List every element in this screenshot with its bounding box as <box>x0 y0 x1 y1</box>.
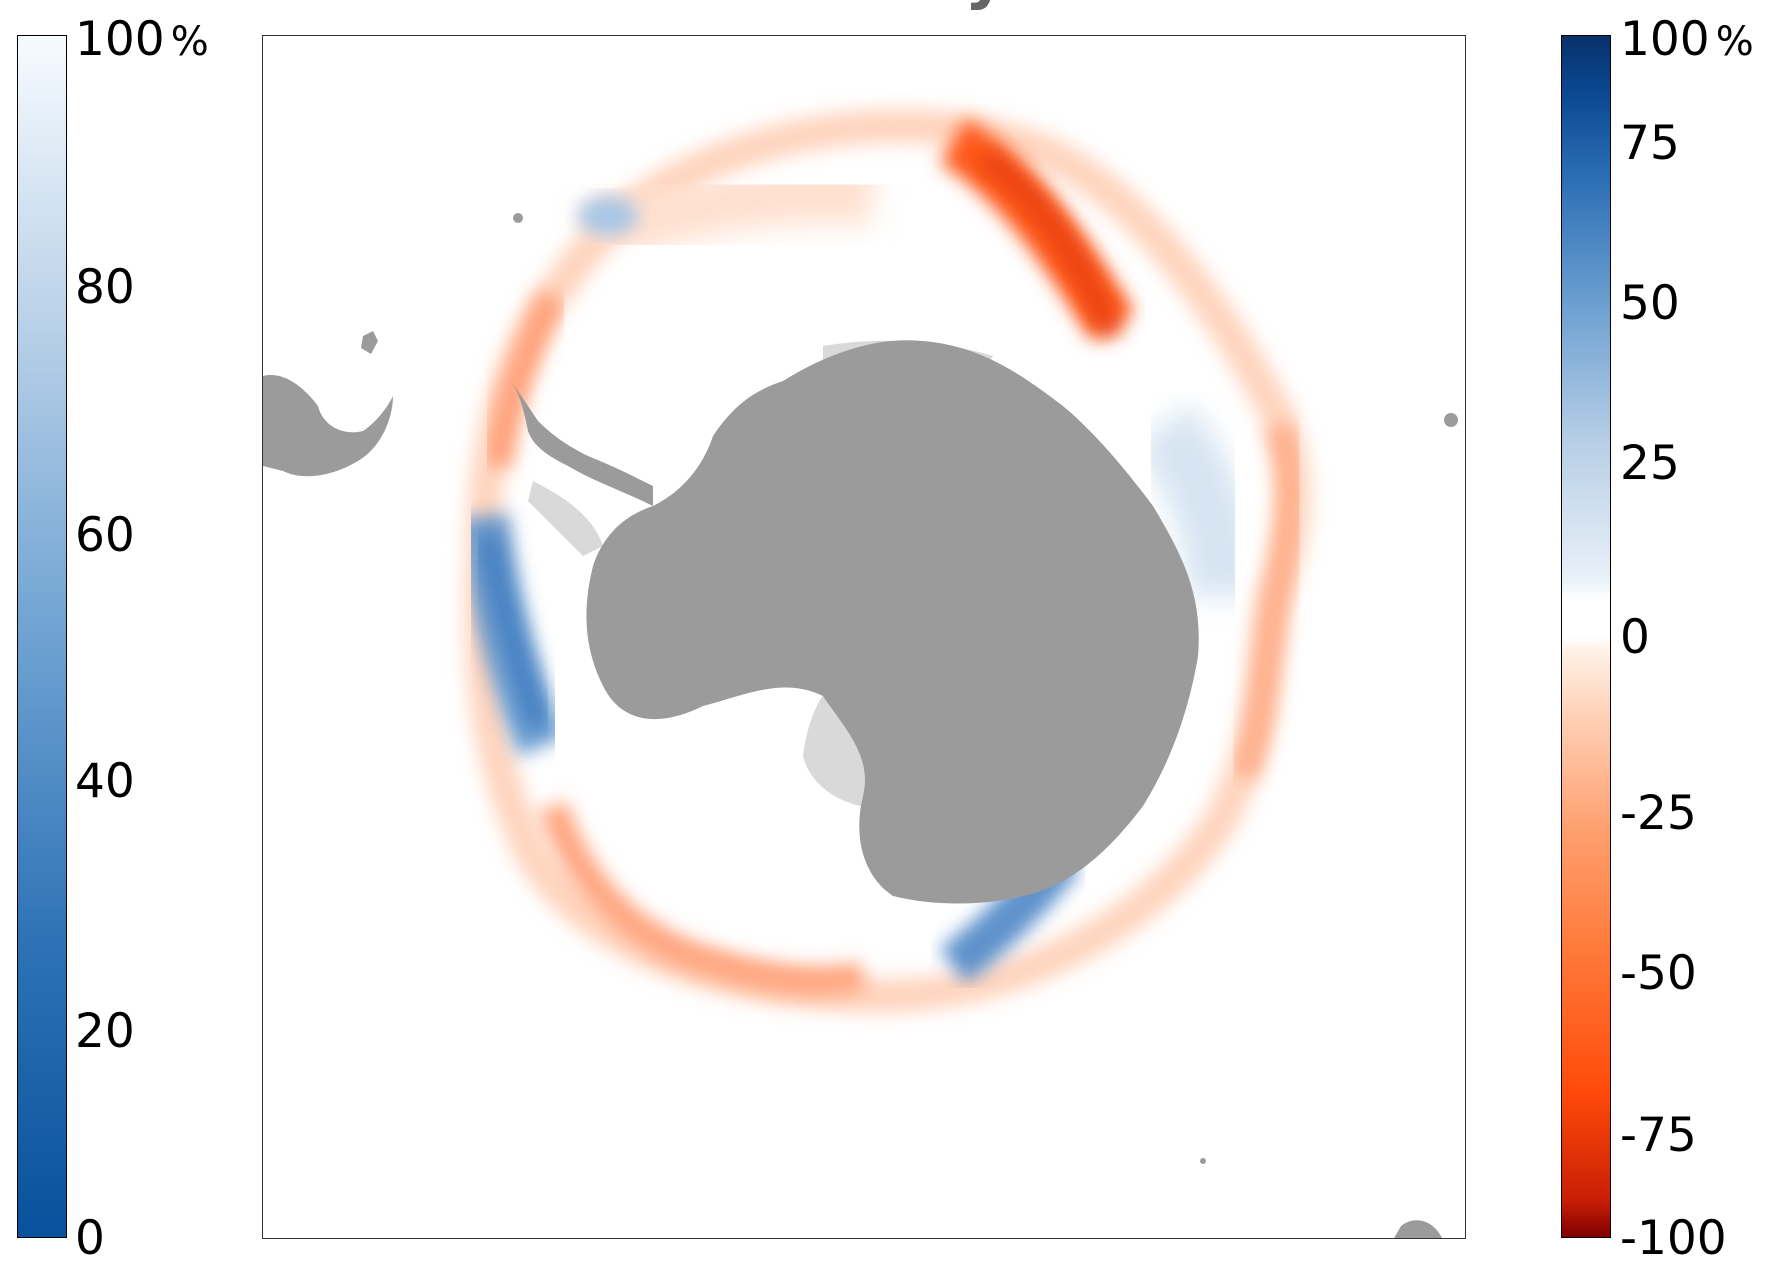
antarctic-peninsula <box>511 381 653 506</box>
right-colorbar-tick-neg75: -75 <box>1620 1108 1697 1163</box>
right-colorbar-tick-neg25: -25 <box>1620 786 1697 841</box>
right-colorbar-tick-0: 0 <box>1620 610 1650 665</box>
concentration-colorbar <box>17 35 67 1238</box>
right-colorbar-tick-100: 100% <box>1620 12 1754 67</box>
anomaly-colorbar <box>1561 35 1611 1238</box>
anomaly-field <box>457 108 1311 1014</box>
right-colorbar-tick-neg50: -50 <box>1620 946 1697 1001</box>
left-colorbar-unit: % <box>170 19 209 65</box>
antarctica-land <box>586 340 1199 904</box>
antarctic-map <box>262 35 1466 1239</box>
left-colorbar-tick-100: 100% <box>75 12 209 67</box>
right-colorbar-tick-neg100: -100 <box>1620 1211 1727 1266</box>
small-islands <box>361 213 1458 1238</box>
negative-anomaly-lower <box>538 801 867 997</box>
right-colorbar-tick-25: 25 <box>1620 436 1680 491</box>
left-colorbar-tick-40: 40 <box>75 754 135 809</box>
south-america-land <box>263 375 393 477</box>
left-colorbar-tick-0: 0 <box>75 1211 105 1266</box>
map-title: Anomaly <box>620 0 1080 12</box>
left-colorbar-tick-80: 80 <box>75 260 135 315</box>
map-svg <box>263 108 1458 1238</box>
right-colorbar-tick-50: 50 <box>1620 276 1680 331</box>
left-colorbar-tick-20: 20 <box>75 1004 135 1059</box>
negative-anomaly-ring <box>464 108 1311 1014</box>
right-colorbar-unit: % <box>1715 19 1754 65</box>
left-colorbar-tick-60: 60 <box>75 508 135 563</box>
right-colorbar-tick-75: 75 <box>1620 116 1680 171</box>
